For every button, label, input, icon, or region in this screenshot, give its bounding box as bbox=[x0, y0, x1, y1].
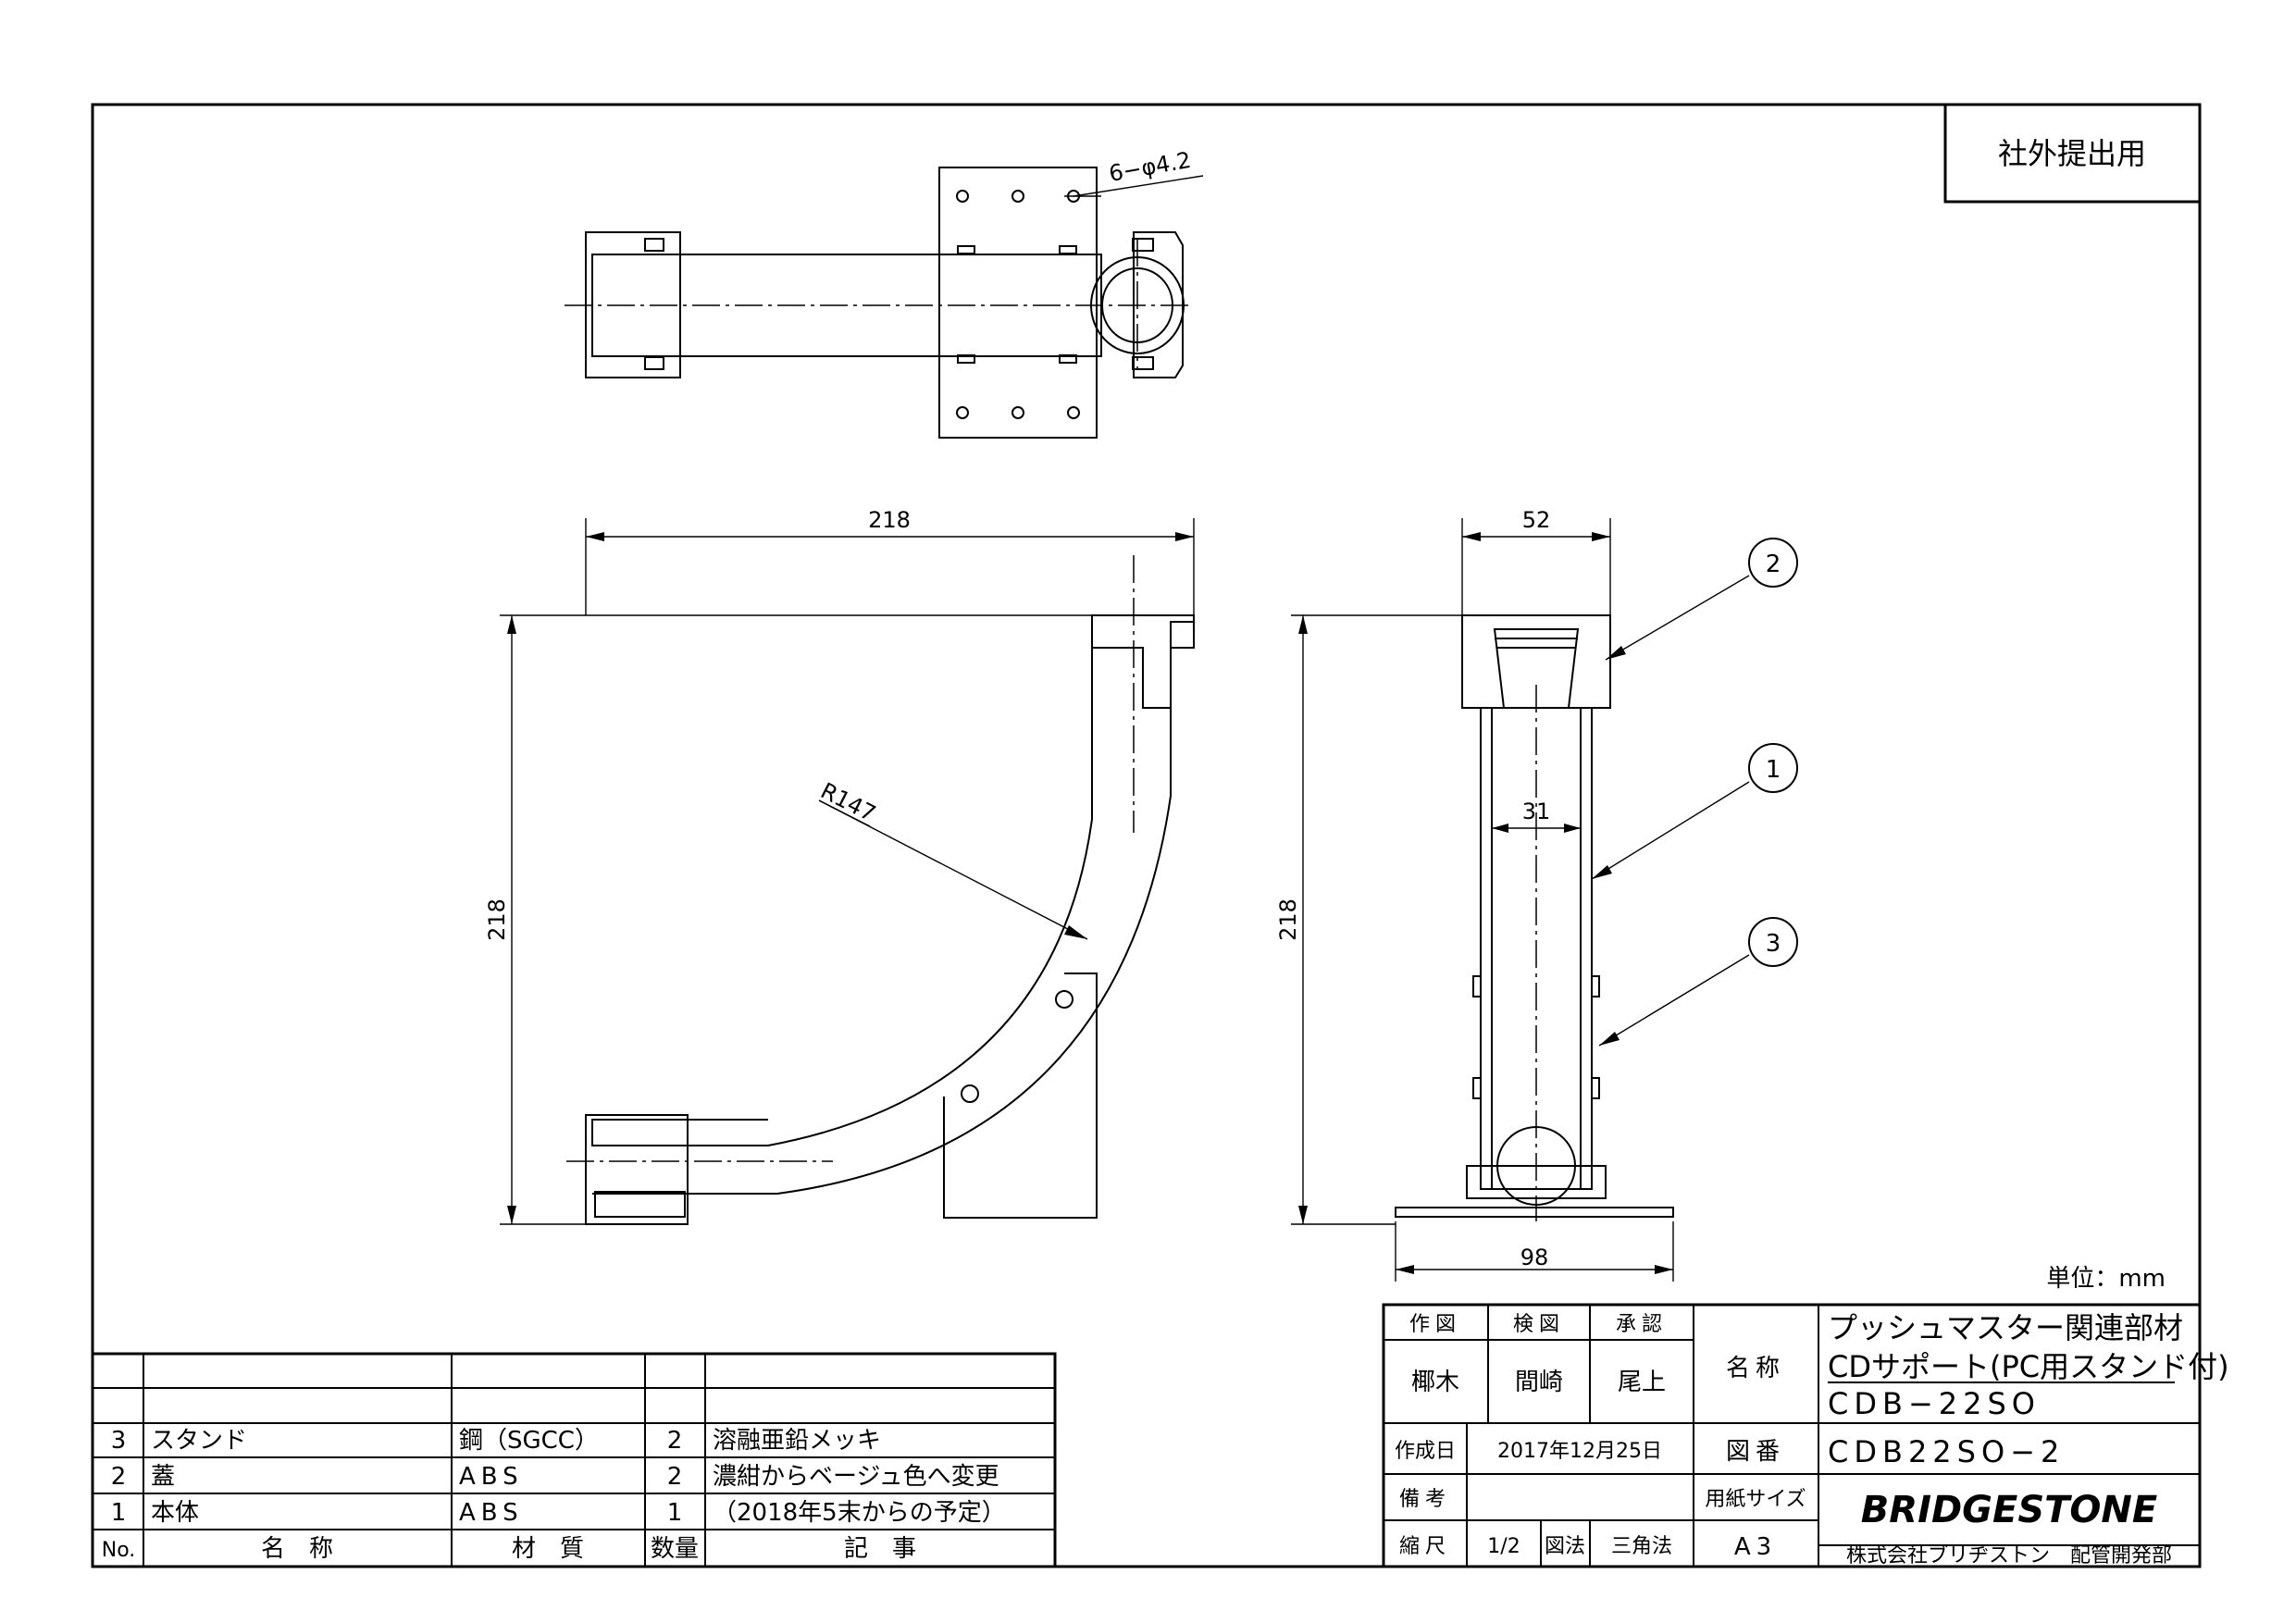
hole-callout: 6−φ4.2 bbox=[1107, 147, 1193, 187]
dim-side-height: 218 bbox=[1275, 898, 1301, 941]
parts-row-2: 2 蓋 ABS 2 濃紺からベージュ色へ変更 bbox=[111, 1463, 999, 1491]
front-view: 218 218 R147 bbox=[484, 507, 1195, 1225]
svg-text:（2018年5末からの予定）: （2018年5末からの予定） bbox=[713, 1499, 1006, 1527]
svg-text:鋼（SGCC）: 鋼（SGCC） bbox=[459, 1427, 599, 1455]
label-drawing-no: 図番 bbox=[1726, 1438, 1785, 1466]
svg-text:2: 2 bbox=[667, 1463, 683, 1491]
svg-text:スタンド: スタンド bbox=[151, 1427, 247, 1455]
title-line2: CDサポート(PC用スタンド付) bbox=[1828, 1349, 2229, 1384]
title-line1: プッシュマスター関連部材 bbox=[1828, 1310, 2183, 1345]
checked-by: 間崎 bbox=[1515, 1369, 1563, 1396]
top-view: 6−φ4.2 bbox=[565, 147, 1204, 439]
svg-text:ABS: ABS bbox=[459, 1499, 524, 1527]
approved-by: 尾上 bbox=[1618, 1369, 1666, 1396]
stamp-label: 社外提出用 bbox=[1998, 136, 2146, 171]
svg-text:材 質: 材 質 bbox=[512, 1535, 584, 1563]
svg-text:記 事: 記 事 bbox=[844, 1535, 916, 1563]
parts-row-1: 1 本体 ABS 1 （2018年5末からの予定） bbox=[111, 1499, 1006, 1527]
side-view: 52 31 218 98 2 1 bbox=[1275, 507, 1798, 1282]
svg-text:1: 1 bbox=[111, 1499, 127, 1527]
scale-value: 1/2 bbox=[1487, 1535, 1520, 1558]
label-scale: 縮尺 bbox=[1399, 1535, 1451, 1558]
company-name: 株式会社ブリヂストン 配管開発部 bbox=[1846, 1544, 2172, 1567]
svg-text:2: 2 bbox=[111, 1463, 127, 1491]
title-line3: CDB−22SO bbox=[1828, 1386, 2041, 1421]
label-checked: 検図 bbox=[1513, 1313, 1565, 1336]
svg-text:1: 1 bbox=[1766, 756, 1781, 784]
drawn-by: 椰木 bbox=[1411, 1369, 1459, 1396]
label-drawn: 作図 bbox=[1409, 1313, 1461, 1336]
dim-width: 218 bbox=[868, 507, 911, 533]
svg-text:名 称: 名 称 bbox=[261, 1535, 333, 1563]
dim-height: 218 bbox=[484, 898, 510, 941]
projection-value: 三角法 bbox=[1611, 1535, 1672, 1558]
svg-text:蓋: 蓋 bbox=[151, 1463, 175, 1491]
paper-size-value: A3 bbox=[1734, 1533, 1777, 1561]
svg-text:溶融亜鉛メッキ: 溶融亜鉛メッキ bbox=[713, 1427, 881, 1455]
bridgestone-logo: BRIDGESTONE bbox=[1861, 1489, 2157, 1531]
mounting-holes bbox=[956, 190, 1080, 419]
drawing-border bbox=[91, 103, 2202, 1568]
svg-text:本体: 本体 bbox=[151, 1499, 199, 1527]
label-remarks: 備考 bbox=[1399, 1488, 1451, 1511]
parts-header-row: No. 名 称 材 質 数量 記 事 bbox=[102, 1535, 916, 1563]
dim-base-width: 98 bbox=[1520, 1245, 1549, 1270]
balloon-1: 1 bbox=[1591, 743, 1798, 880]
created-date: 2017年12月25日 bbox=[1497, 1440, 1662, 1463]
label-approved: 承認 bbox=[1616, 1313, 1668, 1336]
svg-text:3: 3 bbox=[111, 1427, 127, 1455]
label-created: 作成日 bbox=[1395, 1440, 1456, 1463]
label-paper-size: 用紙サイズ bbox=[1705, 1488, 1806, 1511]
parts-row-3: 3 スタンド 鋼（SGCC） 2 溶融亜鉛メッキ bbox=[111, 1427, 881, 1455]
dim-inner-width: 31 bbox=[1522, 799, 1551, 824]
balloon-2: 2 bbox=[1605, 538, 1798, 661]
svg-text:ABS: ABS bbox=[459, 1463, 524, 1491]
label-projection: 図法 bbox=[1545, 1535, 1585, 1558]
label-name: 名称 bbox=[1726, 1355, 1785, 1382]
svg-text:2: 2 bbox=[1766, 551, 1781, 578]
svg-text:2: 2 bbox=[667, 1427, 683, 1455]
drawing-number: CDB22SO−2 bbox=[1828, 1434, 2065, 1469]
unit-label: 単位：mm bbox=[2046, 1265, 2166, 1293]
svg-text:数量: 数量 bbox=[651, 1535, 699, 1563]
svg-text:濃紺からベージュ色へ変更: 濃紺からベージュ色へ変更 bbox=[713, 1463, 999, 1491]
svg-text:No.: No. bbox=[102, 1539, 136, 1562]
balloon-3: 3 bbox=[1598, 917, 1798, 1047]
parts-table: 3 スタンド 鋼（SGCC） 2 溶融亜鉛メッキ 2 蓋 ABS 2 濃紺からベ… bbox=[91, 1352, 1057, 1568]
title-block: 作図 検図 承認 椰木 間崎 尾上 名称 プッシュマスター関連部材 CDサポート… bbox=[1382, 1303, 2229, 1568]
dim-radius: R147 bbox=[816, 777, 879, 826]
dim-side-width: 52 bbox=[1522, 507, 1551, 533]
stamp-box: 社外提出用 bbox=[1943, 105, 2200, 204]
svg-text:3: 3 bbox=[1766, 930, 1781, 958]
svg-text:1: 1 bbox=[667, 1499, 683, 1527]
